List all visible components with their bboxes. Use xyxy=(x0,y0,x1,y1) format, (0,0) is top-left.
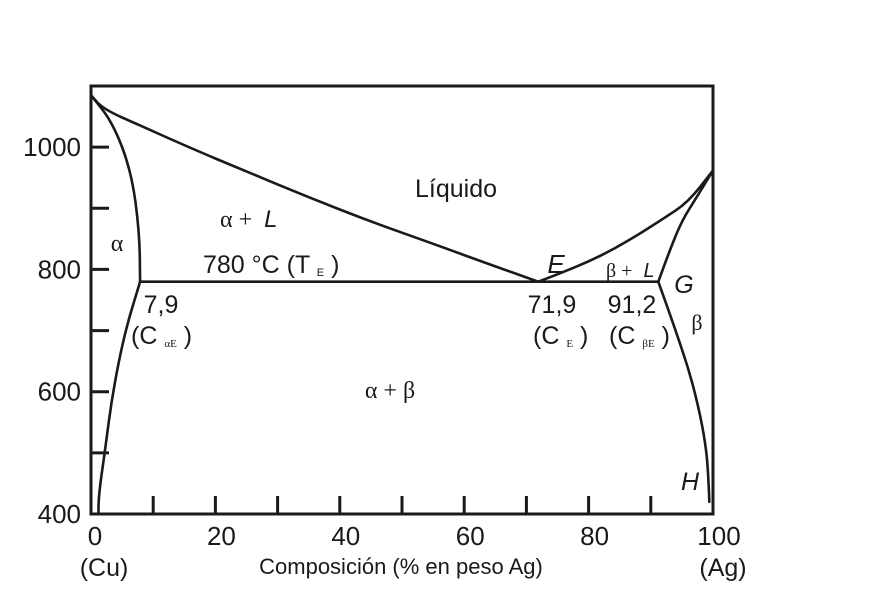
curve-solvus-beta xyxy=(657,280,711,504)
alpha-plus-liquid-greek: α + xyxy=(220,207,252,233)
beta-plus-liquid-label: β + L xyxy=(606,260,655,282)
x-end-label-ag: (Ag) xyxy=(699,554,746,582)
eutectic-temp-sub: E xyxy=(317,267,324,279)
point-g-label: G xyxy=(674,271,693,299)
x-tick-label-60: 60 xyxy=(456,521,485,551)
x-axis-title: Composición (% en peso Ag) xyxy=(259,554,543,579)
c-e-label: (C E ) xyxy=(533,322,588,353)
x-tick-label-100: 100 xyxy=(697,521,740,551)
c-beta-value: 91,2 xyxy=(608,291,657,319)
c-e-close: ) xyxy=(580,322,588,350)
alpha-plus-liquid-label: α + L xyxy=(220,206,277,233)
x-end-label-cu: (Cu) xyxy=(80,554,129,582)
curve-solvus-alpha xyxy=(97,280,142,516)
y-tick-label-400: 400 xyxy=(38,499,81,529)
c-alpha-value: 7,9 xyxy=(144,291,179,319)
c-beta-sub: βE xyxy=(642,338,655,350)
c-e-main: (C xyxy=(533,322,559,350)
c-beta-main: (C xyxy=(609,322,635,350)
liquid-region-label: Líquido xyxy=(415,175,497,203)
c-beta-close: ) xyxy=(662,322,670,350)
c-alpha-close: ) xyxy=(184,322,192,350)
c-e-value: 71,9 xyxy=(528,291,577,319)
curve-solidus-beta xyxy=(657,169,715,283)
x-tick-label-20: 20 xyxy=(207,521,236,551)
c-alpha-main: (C xyxy=(131,322,157,350)
c-alpha-label: (C αE ) xyxy=(131,322,192,353)
curve-solidus-alpha xyxy=(89,93,142,283)
point-e-label: E xyxy=(547,249,565,279)
y-tick-label-800: 800 xyxy=(38,254,81,284)
y-tick-label-600: 600 xyxy=(38,377,81,407)
x-tick-label-0: 0 xyxy=(88,521,102,551)
alpha-plus-liquid-l: L xyxy=(264,206,277,233)
curves-layer xyxy=(89,93,715,516)
x-tick-label-40: 40 xyxy=(331,521,360,551)
beta-plus-liquid-l: L xyxy=(643,260,654,282)
beta-region-label: β xyxy=(691,310,702,335)
eutectic-temperature-label: 780 °C (T E ) xyxy=(203,251,339,282)
eutectic-temp-close: ) xyxy=(331,251,339,279)
alpha-plus-beta-label: α + β xyxy=(365,378,415,404)
beta-plus-liquid-greek: β + xyxy=(606,260,632,282)
point-h-label: H xyxy=(681,468,700,496)
eutectic-temp-main: 780 °C (T xyxy=(203,251,310,279)
curve-liquidus-ag xyxy=(536,169,715,283)
ticks-layer: 0 20 40 60 80 100 400 600 800 1000 xyxy=(23,132,741,551)
c-e-sub: E xyxy=(566,338,573,350)
x-tick-label-80: 80 xyxy=(580,521,609,551)
alpha-region-label: α xyxy=(111,231,124,257)
c-alpha-sub: αE xyxy=(164,338,177,350)
y-tick-label-1000: 1000 xyxy=(23,132,81,162)
curve-liquidus-cu xyxy=(89,93,540,283)
c-beta-label: (C βE ) xyxy=(609,322,670,353)
